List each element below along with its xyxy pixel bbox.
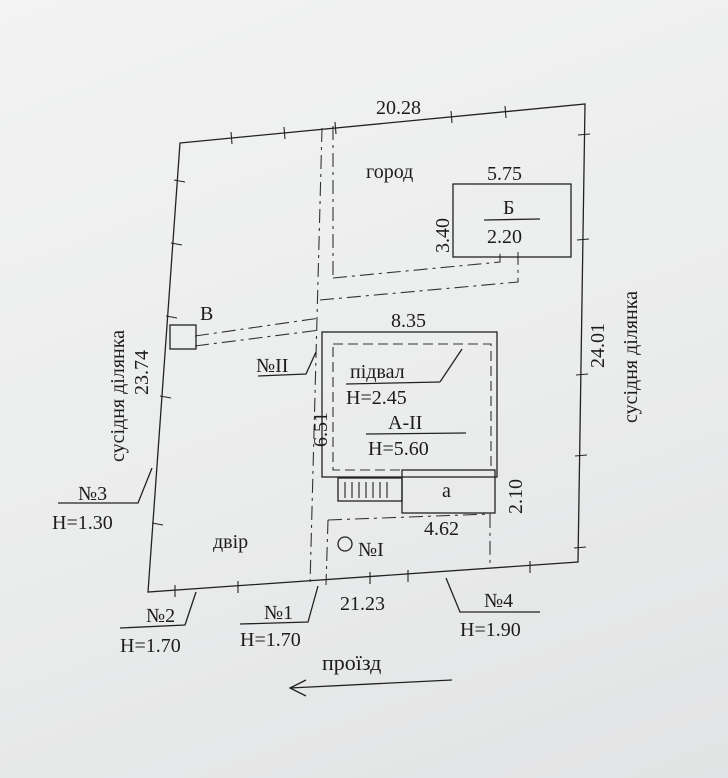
dim-house-depth: 6.51 (310, 412, 332, 447)
dim-annex-width: 4.62 (424, 518, 459, 540)
label-basement-height: H=2.45 (346, 387, 407, 409)
leader-1 (239, 585, 319, 625)
leader-4 (445, 577, 540, 613)
label-yard: двір (213, 531, 248, 553)
passage-arrow-icon (288, 679, 307, 697)
point-2-num: №2 (146, 605, 175, 627)
porch (337, 477, 403, 502)
point-3-num: №3 (78, 483, 107, 505)
well-icon (337, 536, 353, 552)
leader-fence-2 (257, 351, 317, 377)
point-1-height: H=1.70 (240, 629, 301, 651)
dim-top: 20.28 (376, 97, 421, 119)
basement-fraction-line (345, 381, 441, 385)
label-outbuilding-letter: Б (503, 197, 514, 219)
dim-bottom: 21.23 (340, 593, 385, 615)
basement-leader (439, 348, 463, 383)
point-1-num: №1 (264, 602, 293, 624)
garden-fence-2 (319, 252, 519, 301)
label-well: №І (358, 539, 384, 561)
inner-fence-line (309, 127, 323, 586)
point-4-height: H=1.90 (460, 619, 521, 641)
outbuilding-fraction-line (483, 218, 541, 221)
label-toilet: В (200, 303, 213, 325)
point-3-height: H=1.30 (52, 512, 113, 534)
label-house-height: H=5.60 (368, 438, 429, 460)
label-passage: проїзд (322, 650, 381, 675)
label-house-code: А-ІІ (388, 412, 422, 434)
dim-outbuilding-height: 3.40 (432, 218, 454, 253)
lot-boundary (147, 103, 586, 593)
leader-2 (119, 591, 197, 629)
leader-3 (58, 467, 153, 504)
dim-annex-depth: 2.10 (505, 479, 527, 514)
porch-stairs (344, 482, 388, 498)
label-garden: город (366, 161, 413, 183)
outbuilding-b (452, 183, 572, 258)
label-neighbor-right: сусідня ділянка (620, 291, 642, 423)
inner-fence-line-3 (325, 519, 329, 586)
garden-fence (332, 250, 501, 279)
yard-fence (327, 513, 491, 565)
label-basement: підвал (350, 361, 405, 383)
point-4-num: №4 (484, 590, 513, 612)
label-annex: а (442, 480, 451, 502)
fence-to-toilet (194, 317, 321, 337)
house-fraction-line (365, 432, 467, 435)
label-fence-2: №ІІ (256, 355, 288, 377)
point-2-height: H=1.70 (120, 635, 181, 657)
toilet-b (169, 324, 197, 350)
passage-arrow-shaft (289, 679, 453, 689)
dim-house-width: 8.35 (391, 310, 426, 332)
dim-outbuilding-width: 5.75 (487, 163, 522, 185)
label-neighbor-left: сусідня ділянка (107, 330, 129, 462)
fence-to-toilet-2 (194, 329, 321, 347)
dim-right: 24.01 (587, 323, 609, 368)
label-outbuilding-height: 2.20 (487, 226, 522, 248)
dim-left: 23.74 (131, 350, 153, 395)
house (321, 331, 498, 478)
boundary-ticks (151, 105, 591, 597)
